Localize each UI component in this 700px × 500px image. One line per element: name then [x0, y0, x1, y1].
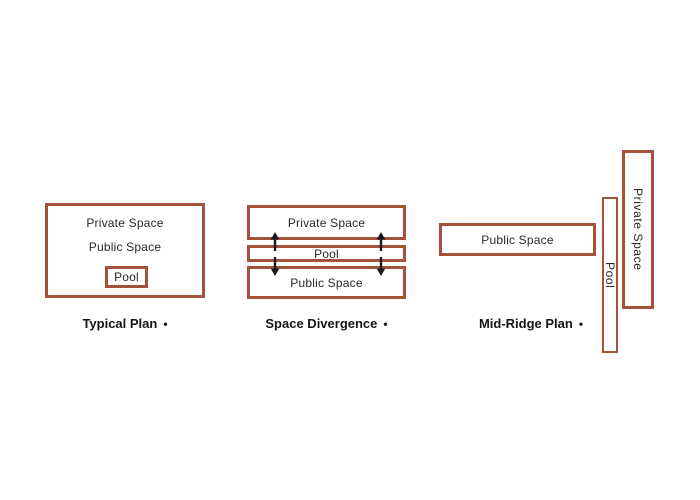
down-arrow-icon [376, 257, 386, 276]
mid-ridge-public-text: Public Space [481, 232, 554, 247]
caption-bullet: • [383, 317, 388, 331]
typical-plan-pool-text: Pool [114, 270, 139, 284]
space-divergence-pool-text: Pool [314, 246, 339, 261]
mid-ridge-private-text: Private Space [631, 188, 645, 271]
mid-ridge-caption: Mid-Ridge Plan • [451, 316, 611, 332]
space-divergence-private-box: Private Space [247, 205, 406, 240]
caption-bullet: • [578, 317, 584, 331]
space-divergence-caption: Space Divergence • [247, 316, 406, 332]
figure-mid-ridge-plan: Private Space Pool Public Space Mid-Ridg… [439, 150, 659, 360]
space-divergence-public-text: Public Space [290, 275, 363, 290]
figure-typical-plan: Private Space Public Space Pool Typical … [45, 203, 205, 338]
down-arrow-icon [270, 257, 280, 276]
caption-text: Mid-Ridge Plan [478, 316, 573, 331]
typical-plan-pool-box: Pool [105, 266, 148, 288]
up-arrow-icon [270, 232, 280, 251]
space-divergence-private-text: Private Space [287, 215, 366, 230]
typical-plan-private-space-text: Private Space [86, 216, 164, 230]
typical-plan-public-space-text: Public Space [88, 240, 162, 254]
mid-ridge-pool-box: Pool [602, 197, 618, 353]
caption-text: Space Divergence [265, 316, 378, 331]
mid-ridge-private-box: Private Space [622, 150, 654, 309]
caption-text: Typical Plan [82, 316, 158, 331]
figure-space-divergence: Private Space Pool Public Space Space Di… [247, 205, 406, 340]
mid-ridge-public-box: Public Space [439, 223, 596, 256]
space-divergence-pool-box: Pool [247, 245, 406, 262]
typical-plan-caption: Typical Plan • [45, 316, 205, 332]
space-divergence-public-box: Public Space [247, 266, 406, 299]
caption-bullet: • [163, 317, 168, 331]
mid-ridge-pool-text: Pool [603, 261, 617, 289]
up-arrow-icon [376, 232, 386, 251]
